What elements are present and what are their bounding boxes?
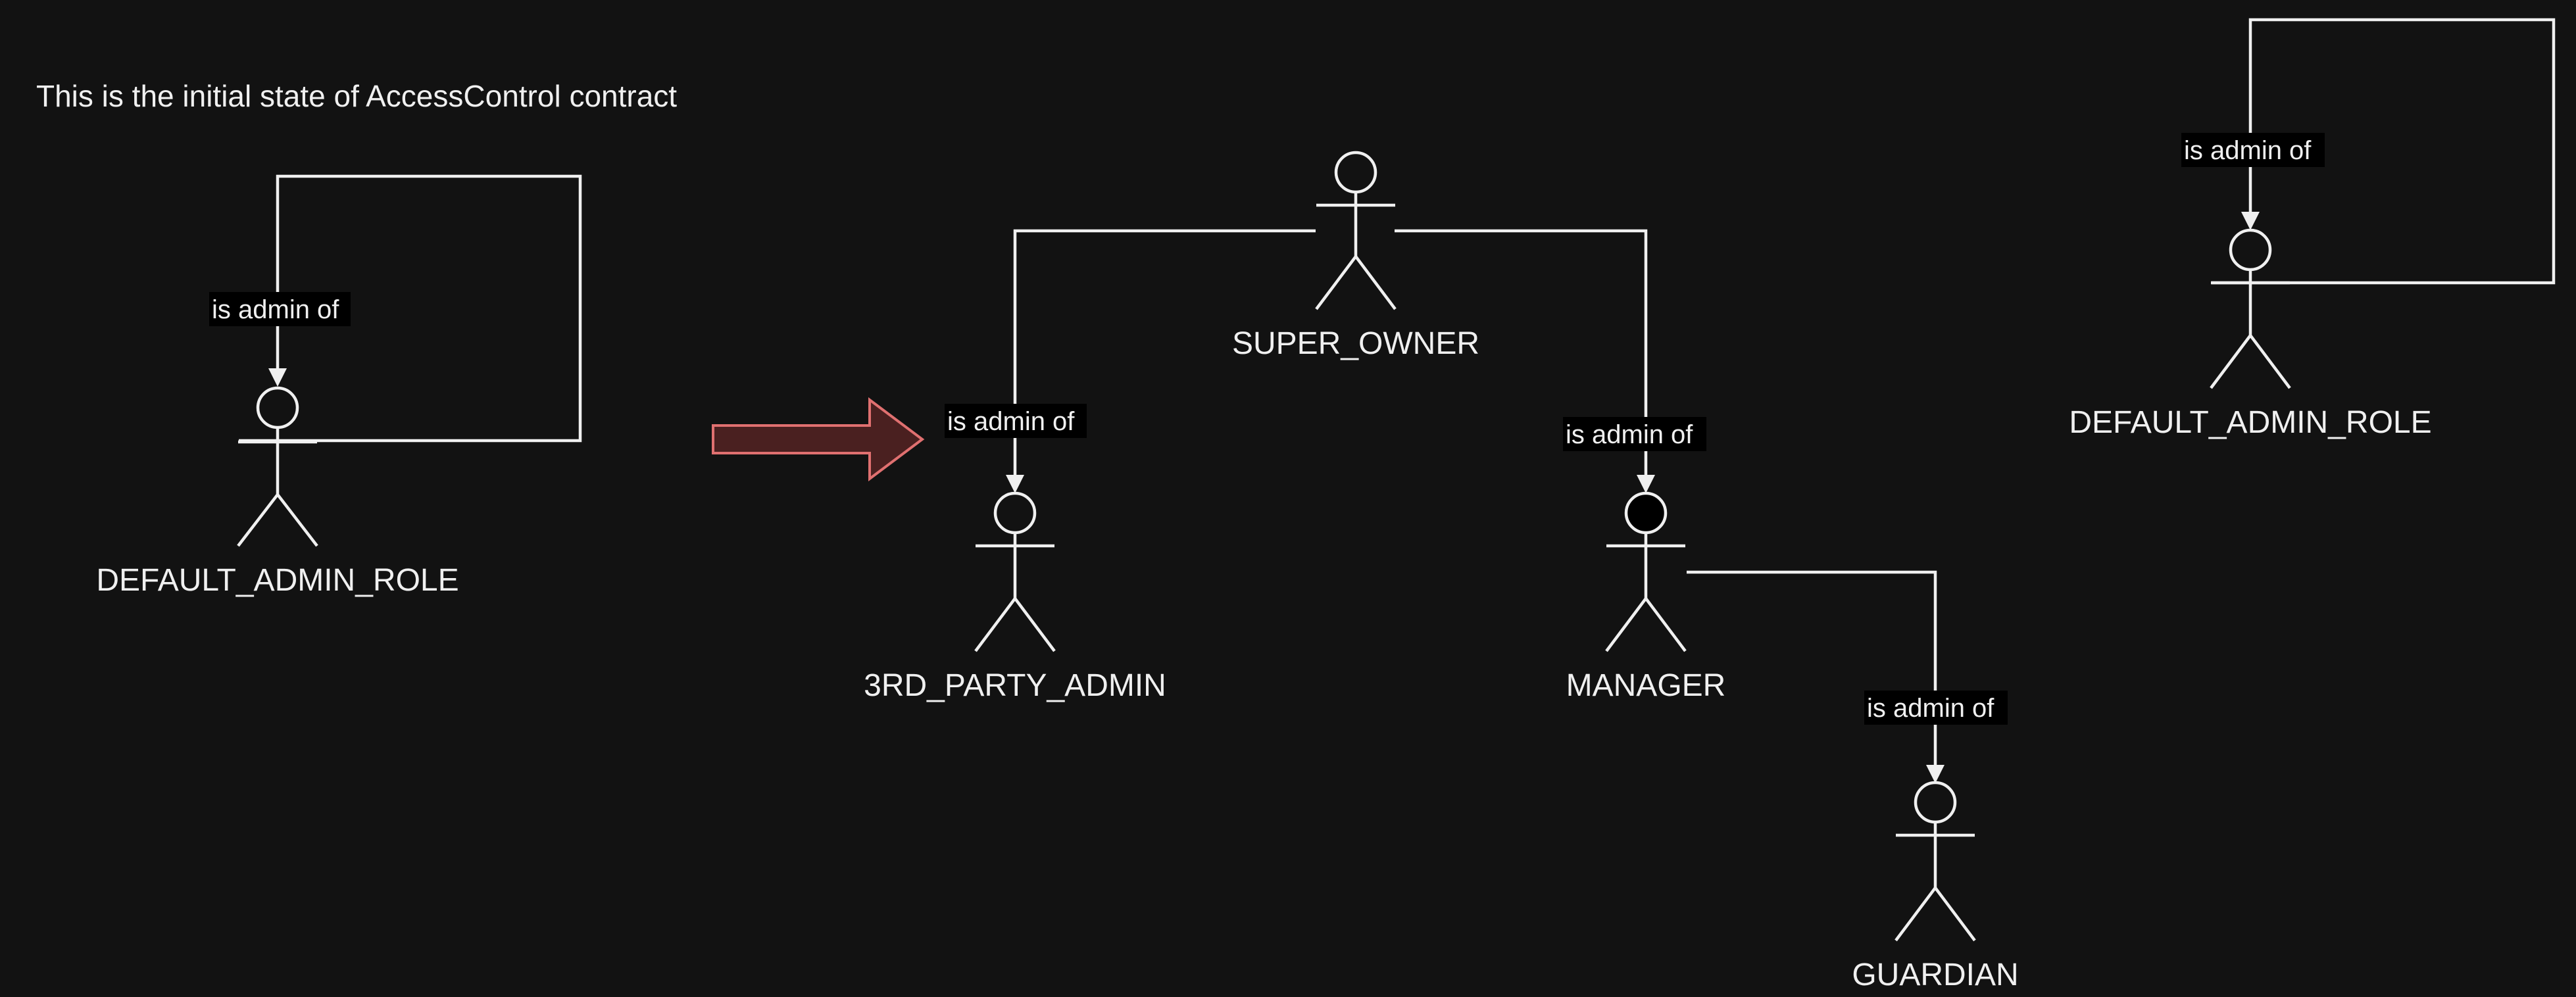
- role-label-super-owner: SUPER_OWNER: [1232, 326, 1479, 361]
- default-admin-self-loop: [239, 174, 582, 443]
- actor-third-party-admin: [974, 491, 1056, 652]
- edge-default-admin-self-label-bg-right: [2181, 133, 2325, 167]
- role-label-third-party-admin: 3RD_PARTY_ADMIN: [864, 668, 1166, 703]
- role-label-manager: MANAGER: [1566, 668, 1726, 703]
- edge-super-owner-to-third-party-arrowhead: [1006, 475, 1024, 493]
- edge-default-admin-self-loop-right: [2212, 18, 2556, 285]
- edge-manager-to-guardian-label-bg: [1864, 691, 2008, 725]
- actor-guardian: [1895, 781, 1976, 942]
- edge-super-owner-to-third-party-label: is admin of: [947, 407, 1075, 436]
- role-label-default-admin-right: DEFAULT_ADMIN_ROLE: [2069, 405, 2431, 440]
- edge-super-owner-to-third-party: [1013, 229, 1316, 481]
- initial-state-group: is admin of DEFAULT_ADMIN_ROLE: [96, 174, 582, 598]
- edge-super-owner-to-manager-label-bg: [1563, 417, 1706, 451]
- default-admin-self-arrowhead: [268, 368, 287, 387]
- configured-state-group: is admin of is admin of is admin of is a…: [864, 18, 2556, 992]
- edge-super-owner-to-manager-arrowhead: [1637, 475, 1655, 493]
- default-admin-self-label-bg: [209, 292, 351, 326]
- default-admin-self-label: is admin of: [212, 295, 339, 324]
- edge-super-owner-to-manager-label: is admin of: [1566, 420, 1693, 449]
- transition-arrow: [712, 397, 925, 481]
- edge-default-admin-self-loop-right-arrowhead: [2241, 212, 2260, 230]
- actor-super-owner: [1315, 151, 1397, 310]
- edge-super-owner-to-manager: [1395, 229, 1648, 481]
- edge-super-owner-to-third-party-label-bg: [945, 404, 1087, 438]
- edge-default-admin-self-label-right: is admin of: [2184, 136, 2312, 165]
- actor-default-admin-role-left: [237, 386, 318, 547]
- actor-manager: [1605, 491, 1687, 652]
- edge-manager-to-guardian-label: is admin of: [1867, 694, 1994, 723]
- intro-note: This is the initial state of AccessContr…: [36, 79, 677, 113]
- actor-default-admin-role-right: [2210, 228, 2291, 389]
- role-label-default-admin-left: DEFAULT_ADMIN_ROLE: [96, 563, 458, 598]
- edge-manager-to-guardian-arrowhead: [1926, 765, 1944, 783]
- role-label-guardian: GUARDIAN: [1852, 958, 2018, 992]
